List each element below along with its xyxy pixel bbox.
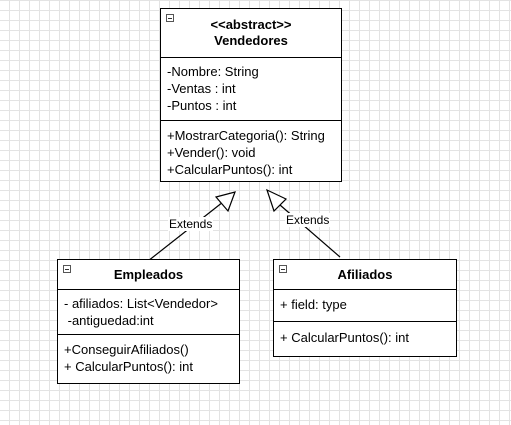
attributes-section: -Nombre: String -Ventas : int -Puntos : … [161,58,341,121]
class-afiliados-header: Afiliados [274,260,456,290]
attributes-section: + field: type [274,290,456,322]
methods-section: + CalcularPuntos(): int [274,322,456,350]
class-name: Vendedores [214,33,288,48]
class-empleados[interactable]: Empleados - afiliados: List<Vendedor> -a… [57,259,240,384]
class-stereotype: <<abstract>> [210,17,292,32]
methods-section: +ConseguirAfiliados() + CalcularPuntos()… [58,335,239,379]
method: +CalcularPuntos(): int [167,162,293,177]
generalization-arrowhead [265,188,288,213]
extends-edge-empleados [147,191,236,262]
class-empleados-header: Empleados [58,260,239,290]
attributes-section: - afiliados: List<Vendedor> -antiguedad:… [58,290,239,335]
extends-label-empleados: Extends [168,217,214,231]
attribute: -antiguedad:int [64,313,154,328]
collapse-icon[interactable] [279,265,287,273]
class-name: Afiliados [337,267,393,282]
attribute: -Puntos : int [167,98,237,113]
class-vendedores[interactable]: <<abstract>> Vendedores -Nombre: String … [160,8,342,182]
extends-label-afiliados: Extends [285,213,331,227]
attribute: -Ventas : int [167,81,236,96]
method: +ConseguirAfiliados() [64,342,189,357]
method: + CalcularPuntos(): int [64,359,193,374]
attribute: -Nombre: String [167,64,259,79]
methods-section: +MostrarCategoria(): String +Vender(): v… [161,121,341,182]
attribute: - afiliados: List<Vendedor> [64,296,218,311]
collapse-icon[interactable] [166,14,174,22]
method: +MostrarCategoria(): String [167,128,325,143]
generalization-arrowhead [214,191,236,213]
class-name: Empleados [113,267,184,282]
attribute: + field: type [280,297,347,312]
class-afiliados[interactable]: Afiliados + field: type + CalcularPuntos… [273,259,457,357]
method: + CalcularPuntos(): int [280,330,409,345]
class-vendedores-header: <<abstract>> Vendedores [161,9,341,58]
collapse-icon[interactable] [63,265,71,273]
method: +Vender(): void [167,145,256,160]
